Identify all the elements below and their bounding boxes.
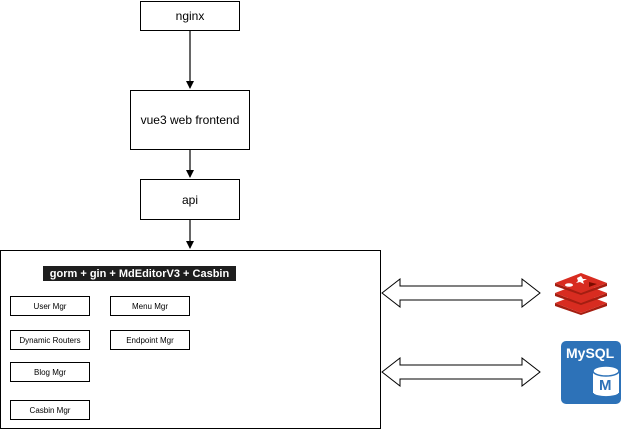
nginx-label: nginx <box>175 9 205 23</box>
module-casbin-mgr-label: Casbin Mgr <box>29 405 71 415</box>
module-blog-mgr: Blog Mgr <box>10 362 90 382</box>
double-arrow-backend-mysql <box>381 356 541 388</box>
api-node: api <box>140 179 240 220</box>
module-blog-mgr-label: Blog Mgr <box>33 367 66 377</box>
frontend-node: vue3 web frontend <box>130 90 250 150</box>
api-label: api <box>181 192 198 207</box>
double-arrow-backend-redis <box>381 277 541 309</box>
module-menu-mgr-label: Menu Mgr <box>131 301 168 311</box>
redis-icon <box>555 273 607 315</box>
module-casbin-mgr: Casbin Mgr <box>10 400 90 420</box>
module-menu-mgr: Menu Mgr <box>110 296 190 316</box>
backend-banner: gorm + gin + MdEditorV3 + Casbin <box>43 266 236 281</box>
mysql-label: MySQL <box>566 345 615 361</box>
frontend-label: vue3 web frontend <box>140 113 240 127</box>
mysql-icon: MySQL M <box>561 341 621 404</box>
module-endpoint-mgr-label: Endpoint Mgr <box>126 335 174 345</box>
module-user-mgr-label: User Mgr <box>33 301 67 311</box>
nginx-node: nginx <box>140 1 240 31</box>
module-endpoint-mgr: Endpoint Mgr <box>110 330 190 350</box>
module-dynamic-routers-label: Dynamic Routers <box>19 335 81 345</box>
module-user-mgr: User Mgr <box>10 296 90 316</box>
module-dynamic-routers: Dynamic Routers <box>10 330 90 350</box>
mysql-letter: M <box>599 377 612 394</box>
